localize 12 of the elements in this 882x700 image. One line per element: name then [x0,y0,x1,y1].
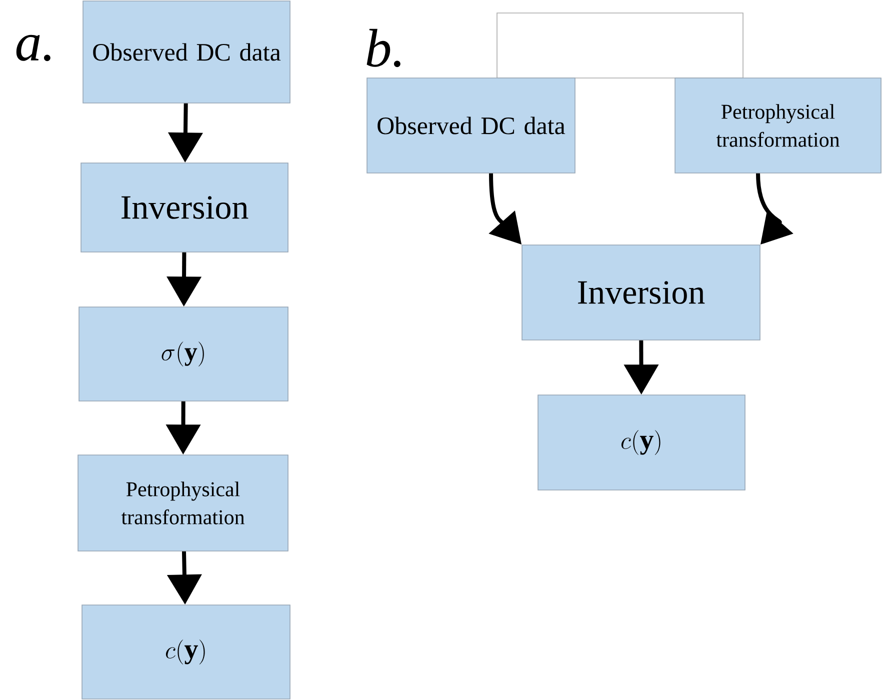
panel-label: a. [16,34,50,62]
process-box: Petrophysical transformation [78,454,288,552]
process-box: $c(\mathbf{y})$ [538,394,746,490]
process-box: Inversion [80,162,288,252]
process-box: Petrophysical transformation [674,78,882,174]
empty-box [496,12,744,78]
process-box: $c(\mathbf{y})$ [82,604,290,700]
process-box: Observed DC data [82,0,290,104]
process-box: Observed DC data [366,78,576,174]
process-box: $\sigma(\mathbf{y})$ [78,306,288,402]
panel-label: b. [366,28,400,68]
process-box: Inversion [522,244,760,340]
